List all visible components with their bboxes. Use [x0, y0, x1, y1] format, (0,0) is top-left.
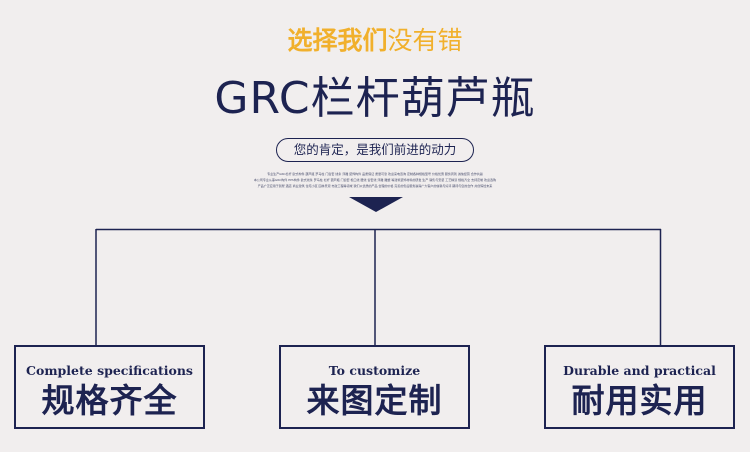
- feature-card-en-label: Complete specifications: [26, 363, 193, 378]
- feature-card-customize: To customize 来图定制: [279, 345, 470, 429]
- tagline: 选择我们没有错: [0, 24, 750, 58]
- tagline-rest: 没有错: [387, 26, 463, 55]
- feature-card-zh-label: 耐用实用: [571, 381, 708, 420]
- page-title: GRC栏杆葫芦瓶: [214, 73, 536, 124]
- feature-card-zh-label: 来图定制: [306, 381, 443, 420]
- feature-card-zh-label: 规格齐全: [41, 381, 178, 420]
- feature-card-specifications: Complete specifications 规格齐全: [14, 345, 205, 429]
- feature-card-en-label: To customize: [328, 363, 421, 378]
- subtitle-pill: 您的肯定，是我们前进的动力: [276, 138, 474, 162]
- feature-card-durable: Durable and practical 耐用实用: [544, 345, 735, 429]
- tagline-highlight: 选择我们: [287, 26, 388, 55]
- down-arrow-triangle: [349, 197, 403, 212]
- fine-print-line: 产品广泛应用于别墅 酒店 商业建筑 住宅小区 园林景观 市政工程等领域 我们以优…: [257, 184, 493, 188]
- fine-print-line: 本公司专业从事GRC构件 EPS构件 欧式线条 罗马柱 栏杆 葫芦瓶 门窗套 檐…: [253, 178, 497, 182]
- feature-card-en-label: Durable and practical: [563, 363, 716, 378]
- fine-print-line: 专业生产GRC栏杆 欧式构件 葫芦瓶 罗马柱 门窗套 线条 浮雕 装饰构件 品质…: [267, 172, 483, 176]
